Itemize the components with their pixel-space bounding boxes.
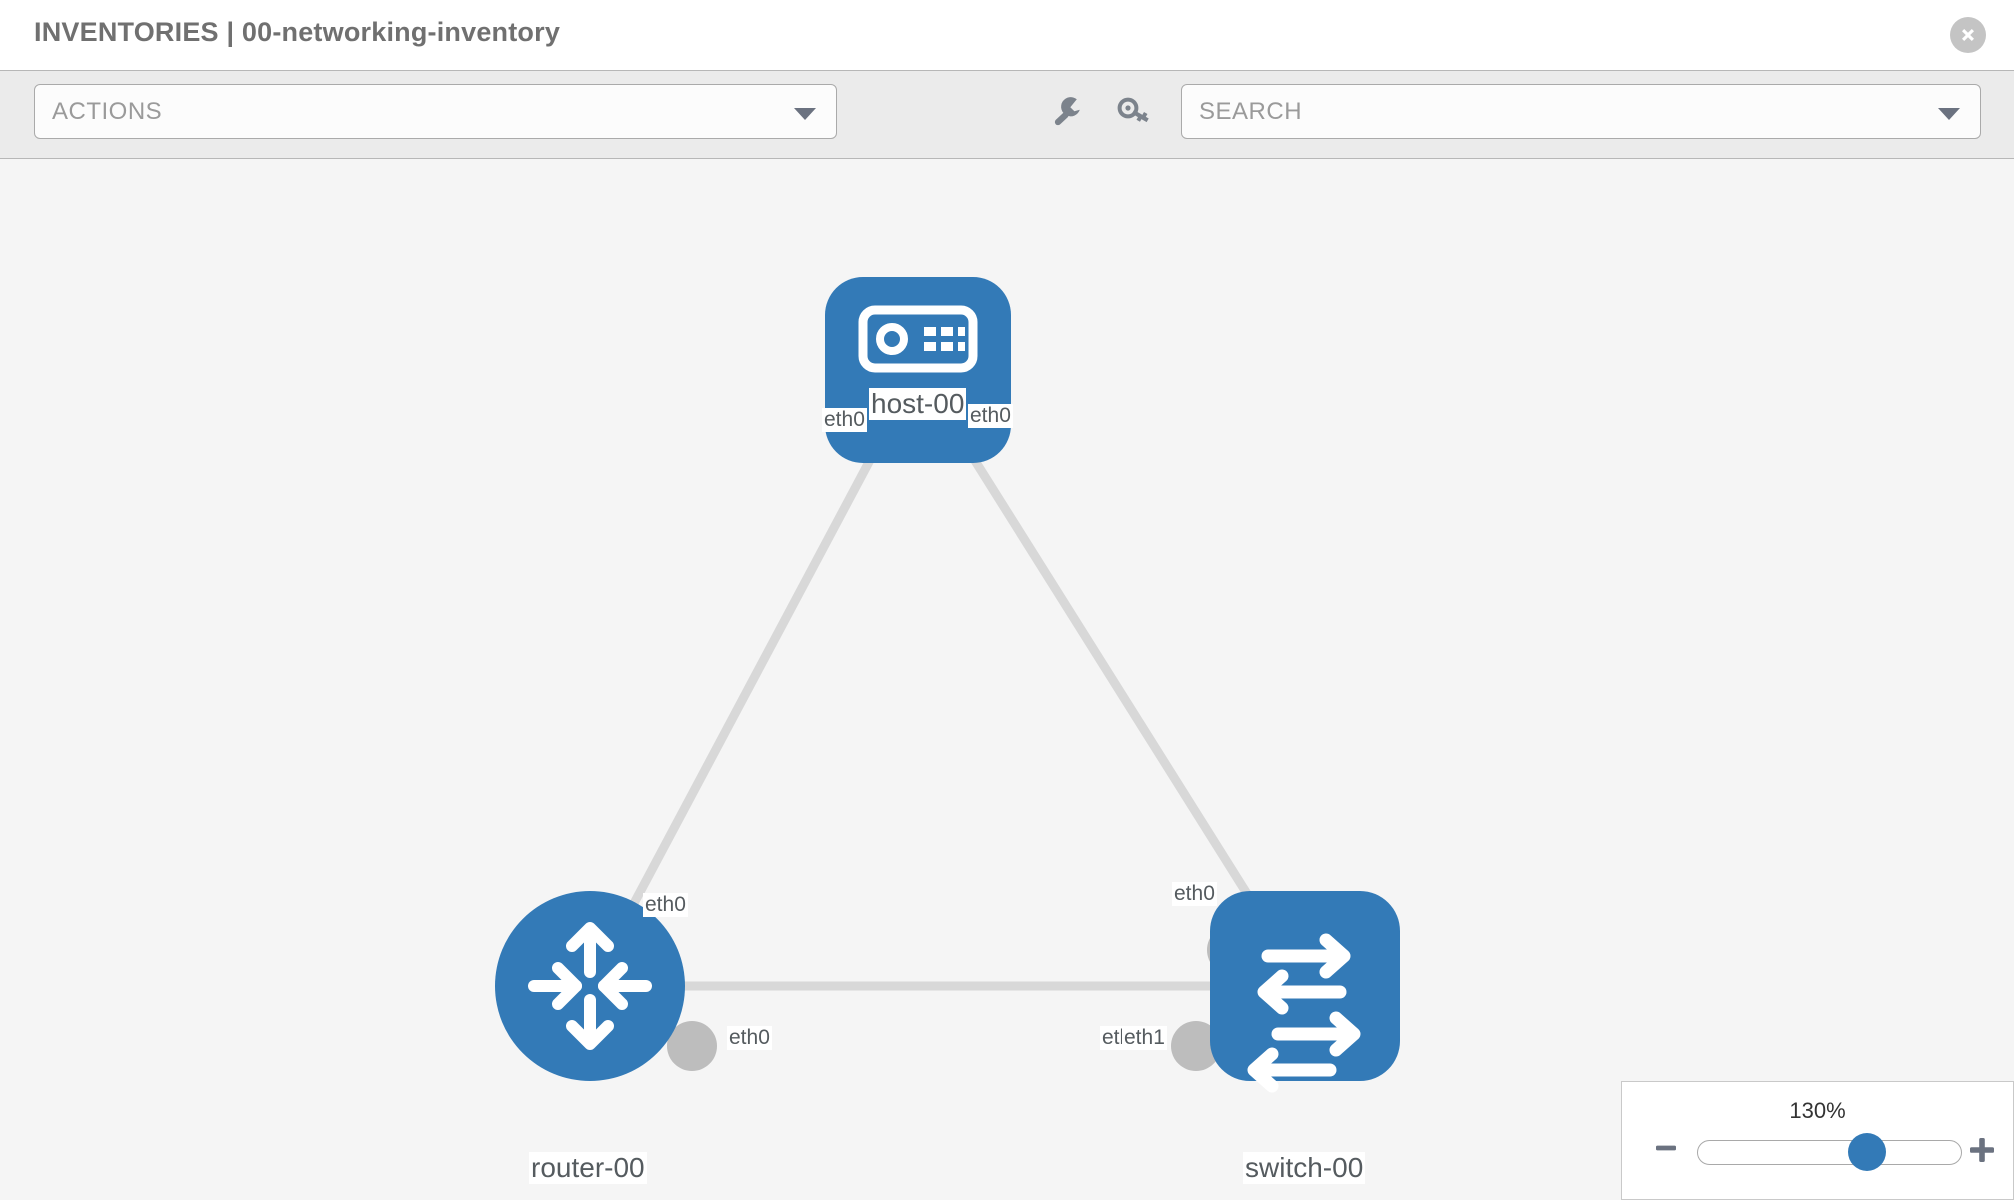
node-router-00 <box>495 891 685 1081</box>
node-label-switch-00: switch-00 <box>1243 1152 1366 1184</box>
close-icon <box>1957 24 1979 46</box>
zoom-in-button[interactable] <box>1969 1137 1995 1163</box>
topology-links <box>586 367 1309 991</box>
link-host-switch <box>914 367 1309 989</box>
wrench-icon[interactable] <box>1046 92 1086 132</box>
topology-graph <box>495 277 1400 1093</box>
zoom-slider-thumb[interactable] <box>1848 1133 1886 1171</box>
switch-arrows-icon <box>1247 933 1361 1093</box>
server-icon <box>858 305 978 373</box>
chevron-down-icon <box>794 108 816 120</box>
page-title: INVENTORIES | 00-networking-inventory <box>34 17 561 47</box>
chevron-down-icon[interactable] <box>1938 108 1960 120</box>
zoom-slider-track[interactable] <box>1697 1140 1962 1165</box>
iface-label-host-left: eth0 <box>822 408 867 432</box>
topology-canvas[interactable]: eth0 host-00 eth0 eth0 eth0 eth0 eth eth… <box>0 160 2014 1200</box>
router-arrows-icon <box>528 922 652 1050</box>
node-switch-00 <box>1210 891 1400 1093</box>
connector-router-right <box>667 1021 717 1071</box>
zoom-out-button[interactable] <box>1655 1137 1677 1159</box>
zoom-level-value: 130% <box>1789 1098 1846 1123</box>
actions-dropdown-label: ACTIONS <box>52 98 163 125</box>
search-input[interactable]: SEARCH <box>1181 84 1981 139</box>
actions-dropdown[interactable]: ACTIONS <box>34 84 837 139</box>
iface-label-router-up: eth0 <box>643 893 688 917</box>
page-header: INVENTORIES | 00-networking-inventory <box>0 0 2014 71</box>
key-icon[interactable] <box>1114 92 1154 132</box>
iface-label-router-right: eth0 <box>727 1026 772 1050</box>
search-placeholder: SEARCH <box>1199 98 1303 125</box>
node-label-host-00: host-00 <box>869 388 967 420</box>
minus-icon <box>1655 1137 1677 1159</box>
iface-label-host-right: eth0 <box>968 404 1013 428</box>
link-host-router <box>586 367 922 989</box>
node-label-router-00: router-00 <box>529 1152 647 1184</box>
node-host-00 <box>825 277 1011 463</box>
close-button[interactable] <box>1950 17 1986 53</box>
iface-label-switch-left: eth1 <box>1122 1026 1167 1050</box>
connector-switch-left <box>1171 1021 1221 1071</box>
iface-label-switch-up: eth0 <box>1172 882 1217 906</box>
zoom-control-panel: 130% <box>1621 1081 2014 1200</box>
plus-icon <box>1969 1137 1995 1163</box>
